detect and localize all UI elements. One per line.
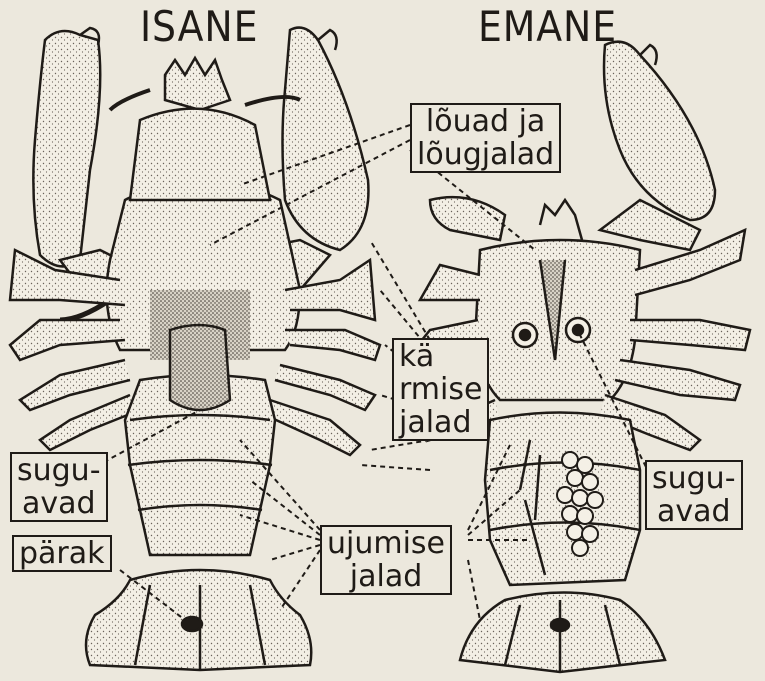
label-swimmerets-line1: ujumise [327,527,445,560]
label-mouthparts-line2: lõugjalad [417,138,554,171]
label-swimmerets: ujumise jalad [320,525,452,595]
label-mouthparts: lõuad ja lõugjalad [410,103,561,173]
label-genital-male: sugu- avad [10,452,108,522]
male-left-claw [33,31,100,266]
label-genital-female-line1: sugu- [652,462,736,495]
label-mouthparts-line1: lõuad ja [417,105,554,138]
title-male: ISANE [140,2,258,51]
male-right-claw [283,28,369,250]
female-claw [604,42,715,220]
label-walking-legs-line3: jalad [399,406,482,439]
label-genital-female-line2: avad [652,495,736,528]
label-genital-male-line2: avad [17,487,101,520]
label-walking-legs: kä rmise jalad [392,338,489,441]
label-walking-legs-line2: rmise [399,373,482,406]
label-genital-male-line1: sugu- [17,454,101,487]
title-female: EMANE [478,2,617,51]
female-tail-fan [460,593,665,673]
label-anus: pärak [12,535,112,572]
label-swimmerets-line2: jalad [327,560,445,593]
label-genital-female: sugu- avad [645,460,743,530]
label-walking-legs-line1: kä [399,340,482,373]
